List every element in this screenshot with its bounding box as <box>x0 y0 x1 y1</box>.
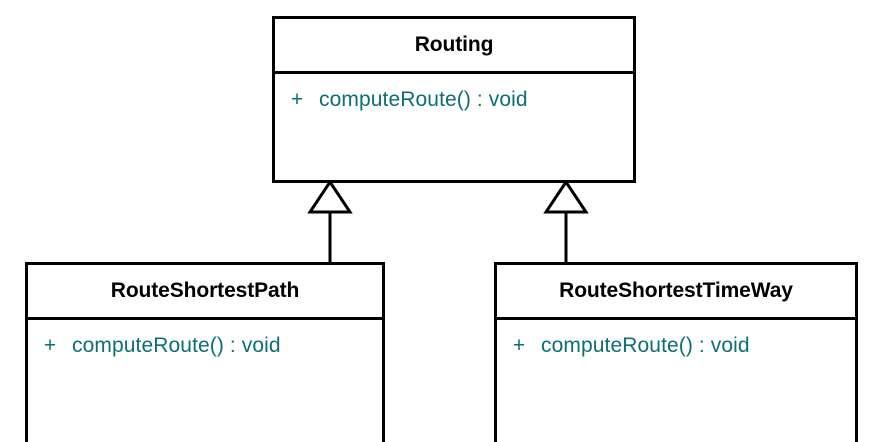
hollow-triangle-arrowhead-icon <box>307 179 353 214</box>
member-signature: computeRoute() : void <box>319 88 528 111</box>
class-box-routing[interactable]: Routing + computeRoute() : void <box>272 16 636 183</box>
member-signature: computeRoute() : void <box>72 334 281 357</box>
member-visibility-icon: + <box>43 334 57 357</box>
generalization-routeshortestpath-to-routing[interactable] <box>300 179 360 266</box>
member-row[interactable]: + computeRoute() : void <box>497 334 855 358</box>
class-name-routing: Routing <box>414 33 494 56</box>
generalization-routeshortesttimeway-to-routing[interactable] <box>536 179 596 266</box>
members-compartment-routeshortesttimeway: + computeRoute() : void <box>497 320 855 442</box>
members-compartment-routing: + computeRoute() : void <box>275 74 633 180</box>
member-visibility-icon: + <box>290 88 304 111</box>
class-box-routeshortesttimeway[interactable]: RouteShortestTimeWay + computeRoute() : … <box>494 262 858 442</box>
member-row[interactable]: + computeRoute() : void <box>275 88 633 112</box>
class-box-routeshortestpath[interactable]: RouteShortestPath + computeRoute() : voi… <box>25 262 385 442</box>
member-signature: computeRoute() : void <box>541 334 750 357</box>
hollow-triangle-arrowhead-icon <box>543 179 589 214</box>
class-name-routeshortestpath: RouteShortestPath <box>110 279 300 302</box>
member-visibility-icon: + <box>512 334 526 357</box>
members-compartment-routeshortestpath: + computeRoute() : void <box>28 320 382 442</box>
class-name-compartment-routing: Routing <box>275 19 633 74</box>
member-row[interactable]: + computeRoute() : void <box>28 334 382 358</box>
class-name-compartment-routeshortesttimeway: RouteShortestTimeWay <box>497 265 855 320</box>
class-name-routeshortesttimeway: RouteShortestTimeWay <box>559 279 793 302</box>
class-name-compartment-routeshortestpath: RouteShortestPath <box>28 265 382 320</box>
